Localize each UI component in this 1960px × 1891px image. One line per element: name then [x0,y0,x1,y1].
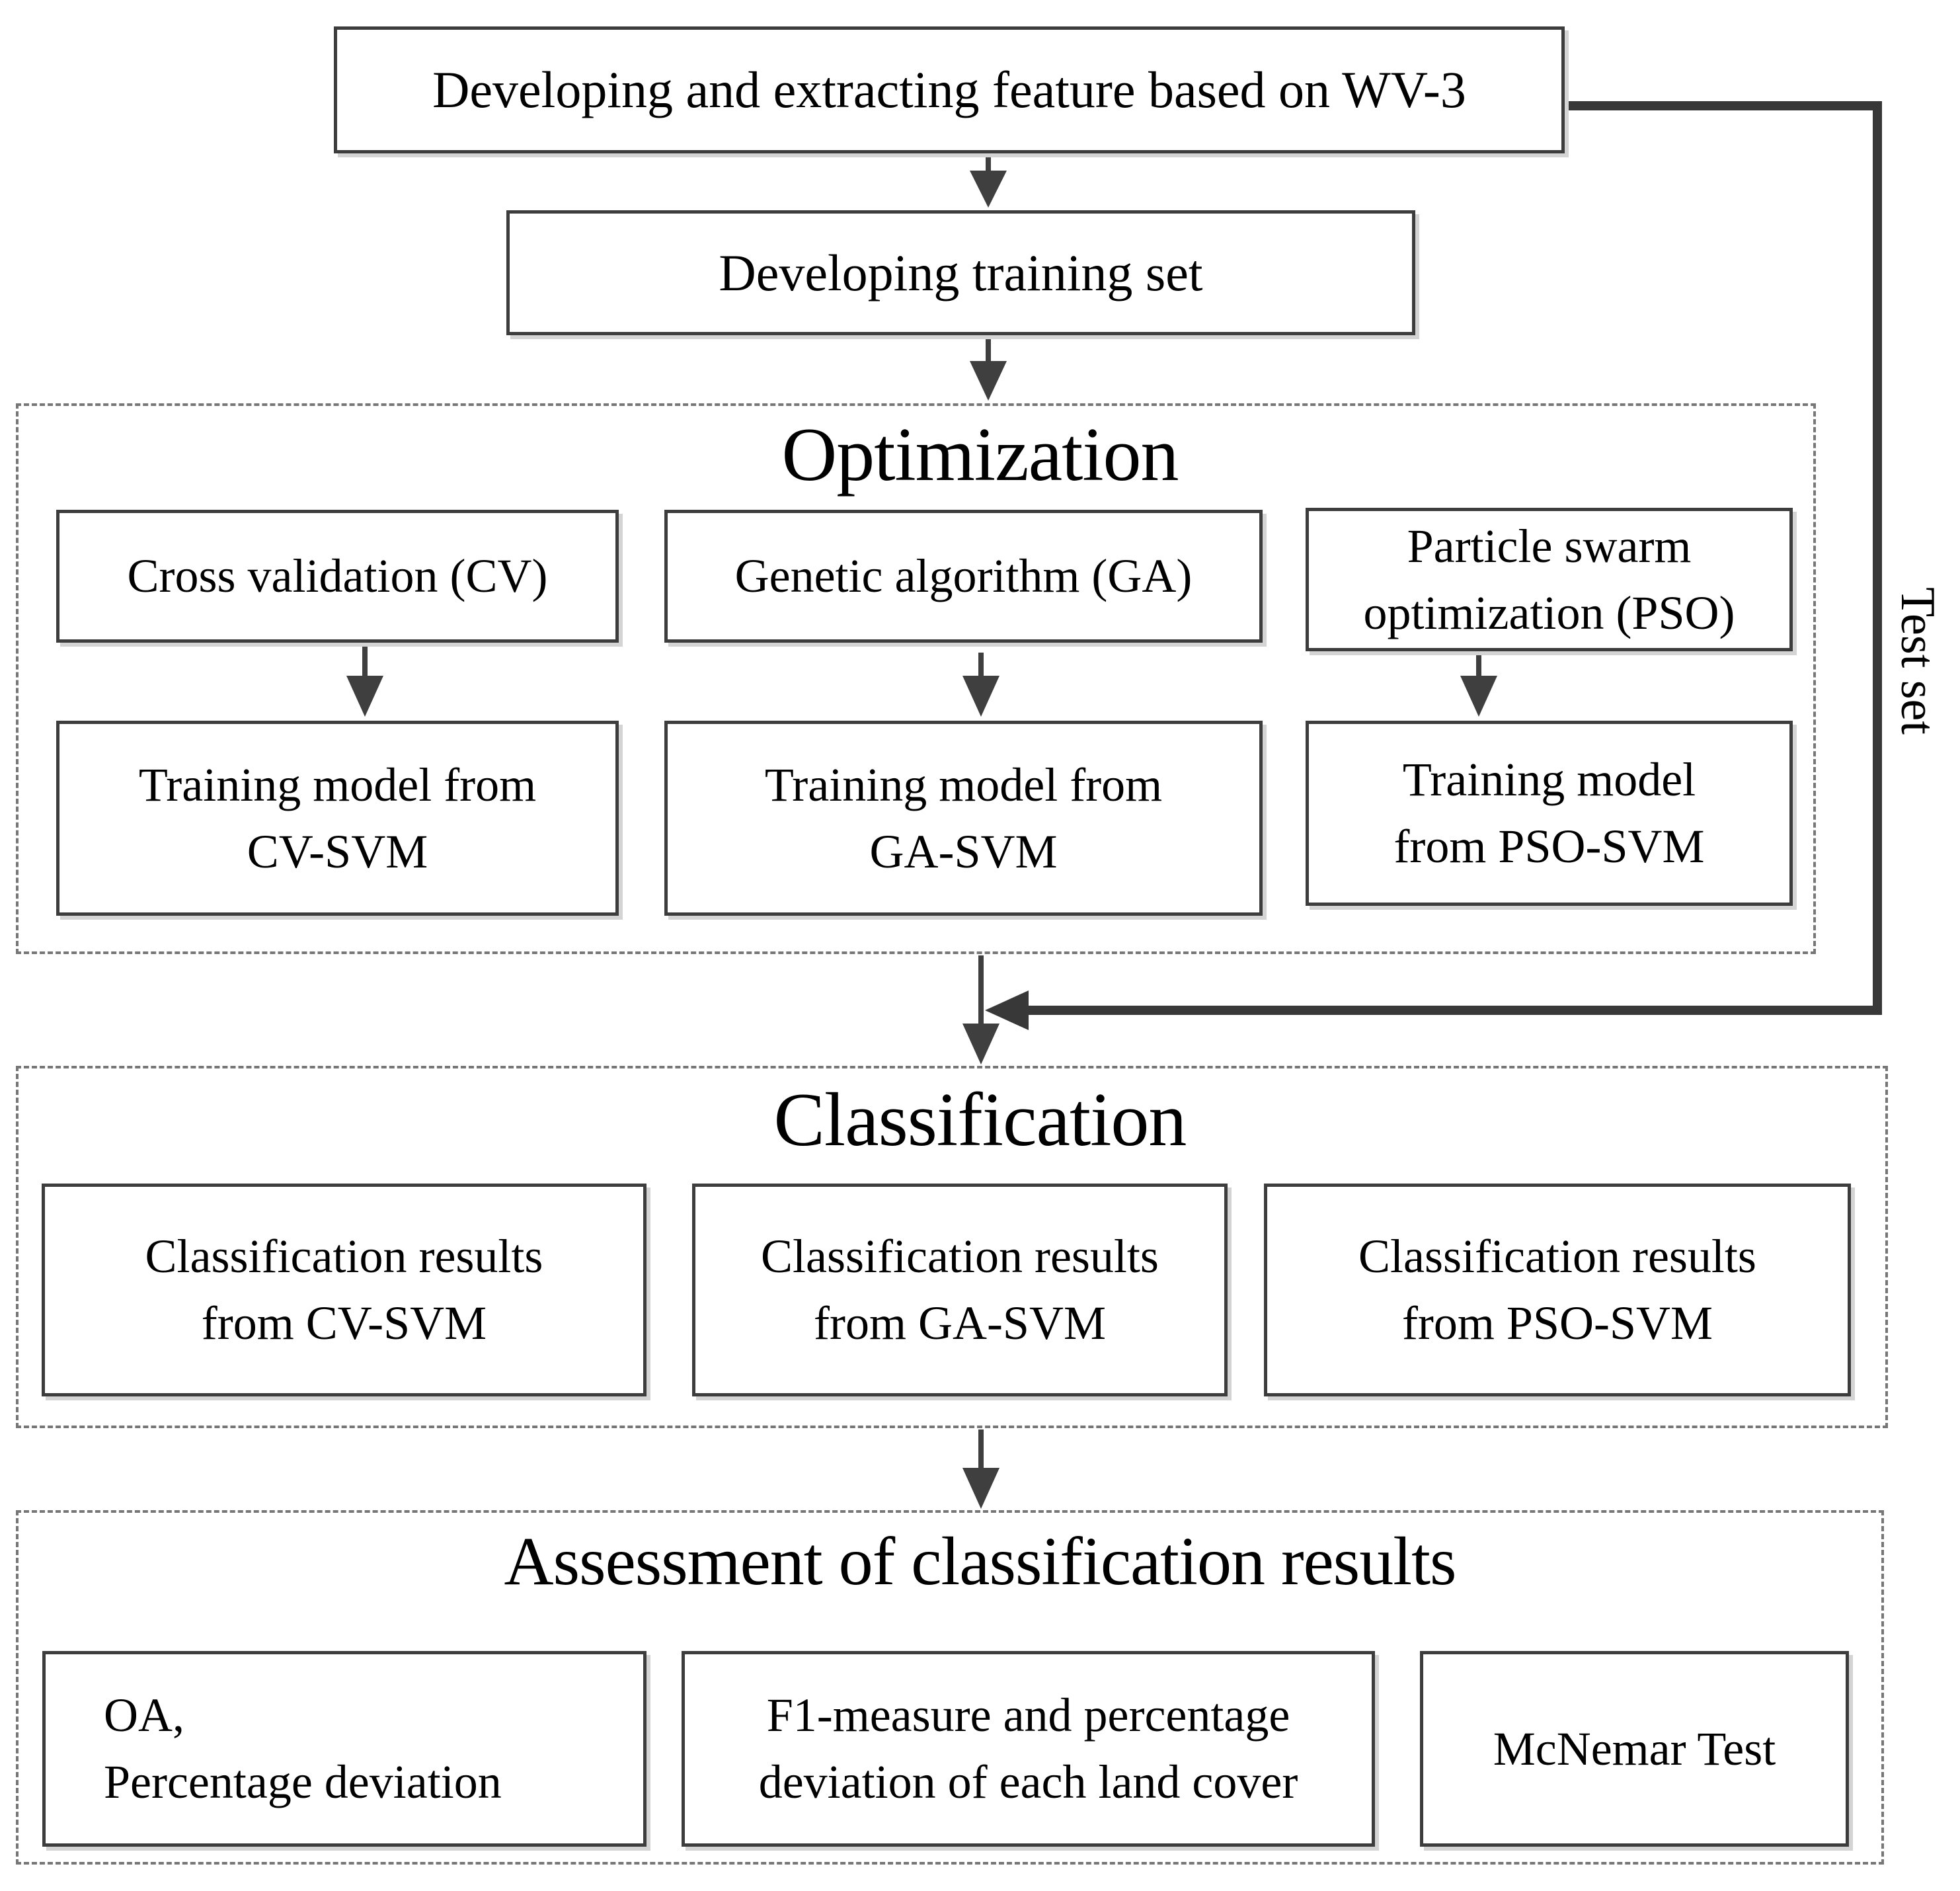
test-set-label: Test set [1891,587,1945,735]
mcnemar-test-box: McNemar Test [1420,1651,1849,1847]
pso-box: Particle swarm optimization (PSO) [1306,508,1793,651]
oa-deviation-line1: OA, [104,1689,184,1742]
optimization-title: Optimization [781,413,1179,497]
assessment-section [16,1510,1884,1865]
classification-results-ga-line2: from GA-SVM [814,1297,1106,1349]
classification-results-cv-box: Classification results from CV-SVM [42,1184,647,1396]
cross-validation-label: Cross validation (CV) [127,549,548,603]
f1-measure-line2: deviation of each land cover [758,1755,1298,1808]
classification-results-pso-line2: from PSO-SVM [1401,1297,1713,1349]
training-set-label: Developing training set [719,243,1203,302]
training-model-ga-box: Training model from GA-SVM [664,721,1263,916]
feature-extraction-label: Developing and extracting feature based … [432,61,1466,119]
training-model-cv-line2: CV-SVM [247,825,428,878]
training-model-pso-line2: from PSO-SVM [1393,820,1705,873]
arrow-down-icon [962,955,1000,1065]
genetic-algorithm-box: Genetic algorithm (GA) [664,510,1263,643]
classification-results-ga-box: Classification results from GA-SVM [692,1184,1228,1396]
classification-results-pso-line1: Classification results [1358,1230,1756,1283]
genetic-algorithm-label: Genetic algorithm (GA) [734,549,1193,603]
classification-results-pso-box: Classification results from PSO-SVM [1264,1184,1851,1396]
feature-extraction-box: Developing and extracting feature based … [334,26,1565,153]
pso-label-line1: Particle swarm [1407,519,1692,573]
mcnemar-test-label: McNemar Test [1493,1722,1776,1775]
classification-results-cv-line1: Classification results [145,1230,543,1283]
training-model-ga-line2: GA-SVM [869,825,1058,878]
arrow-left-icon [985,990,1029,1030]
training-model-cv-box: Training model from CV-SVM [56,721,619,916]
training-model-cv-line1: Training model from [138,758,537,811]
training-set-box: Developing training set [506,210,1415,335]
training-model-pso-line1: Training model [1402,753,1696,807]
training-model-pso-box: Training model from PSO-SVM [1306,721,1793,906]
training-model-ga-line1: Training model from [764,758,1163,811]
classification-results-ga-line1: Classification results [761,1230,1159,1283]
oa-deviation-box: OA, Percentage deviation [42,1651,647,1847]
classification-title: Classification [773,1078,1187,1162]
pso-label-line2: optimization (PSO) [1363,586,1735,639]
arrow-down-icon [970,155,1007,208]
classification-results-cv-line2: from CV-SVM [201,1297,487,1349]
f1-measure-line1: F1-measure and percentage [766,1689,1290,1742]
optimization-section [16,403,1816,954]
assessment-title: Assessment of classification results [504,1523,1457,1599]
arrow-down-icon [962,1429,1000,1509]
oa-deviation-line2: Percentage deviation [104,1755,502,1808]
arrow-down-icon [970,337,1007,401]
f1-measure-box: F1-measure and percentage deviation of e… [682,1651,1375,1847]
cross-validation-box: Cross validation (CV) [56,510,619,643]
classification-section [16,1066,1888,1428]
